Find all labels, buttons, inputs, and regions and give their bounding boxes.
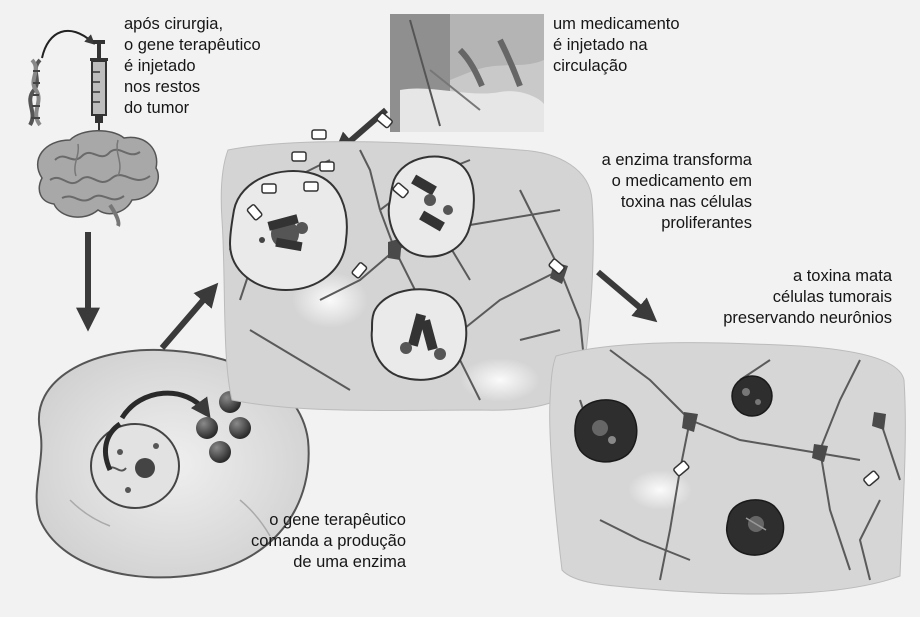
- result-tissue-panel: [550, 343, 906, 594]
- patient-injection-photo: [390, 14, 544, 132]
- arrow-cell-to-tissue: [162, 290, 212, 348]
- label-gene-commands: o gene terapêutico comanda a produção de…: [196, 510, 406, 573]
- tumor-cell-top-left: [230, 171, 347, 290]
- dead-tumor-cell-bottom: [727, 500, 784, 555]
- label-drug-injected: um medicamento é injetado na circulação: [553, 14, 680, 77]
- label-gene-injected: após cirurgia, o gene terapêutico é inje…: [124, 14, 261, 119]
- brain-icon: [38, 131, 159, 226]
- label-toxin-kills: a toxina mata células tumorais preservan…: [650, 266, 892, 329]
- arrow-tissue-to-result: [598, 272, 650, 316]
- tumor-cell-bottom: [372, 289, 467, 379]
- dead-tumor-cell-top: [732, 376, 772, 416]
- tumor-cell-top-right: [389, 157, 474, 257]
- dead-tumor-cell-left: [575, 400, 637, 462]
- curved-arrow-dna-to-syringe: [42, 31, 92, 58]
- dna-icon: [30, 60, 40, 125]
- label-enzyme-transforms: a enzima transforma o medicamento em tox…: [520, 150, 752, 234]
